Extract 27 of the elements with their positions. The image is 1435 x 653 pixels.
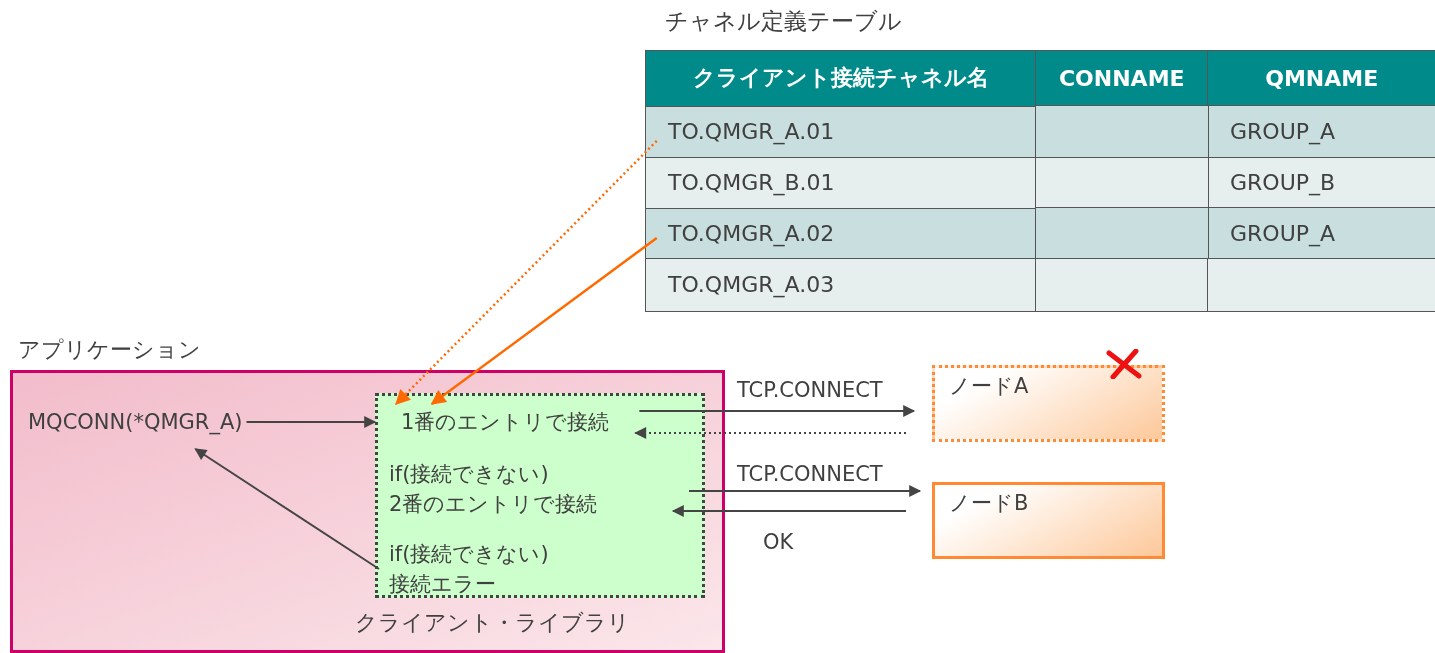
text-line: 1番のエントリで接続	[401, 407, 610, 437]
arrow	[245, 416, 377, 428]
text-line: if(接続できない) 接続エラー	[389, 539, 589, 599]
header-cell: QMNAME	[1207, 50, 1435, 107]
arrow	[671, 505, 907, 517]
node-box: ノードB	[932, 482, 1165, 559]
text-line: MQCONN(*QMGR_A)	[28, 407, 243, 437]
arrow	[194, 448, 380, 570]
table-cell: GROUP_A	[1207, 207, 1435, 260]
table-cell: TO.QMGR_B.01	[645, 157, 1037, 209]
table-cell: TO.QMGR_A.03	[645, 258, 1037, 312]
group-title: アプリケーション	[18, 336, 201, 364]
text-line: if(接続できない) 2番のエントリで接続	[389, 459, 659, 519]
table-title: チャネル定義テーブル	[665, 7, 902, 36]
table-cell: TO.QMGR_A.02	[645, 207, 1037, 260]
node-box: ノードA	[932, 365, 1165, 442]
header-cell: クライアント接続チャネル名	[645, 50, 1037, 107]
group-title: クライアント・ライブラリ	[355, 609, 630, 637]
header-cell: CONNAME	[1035, 50, 1209, 107]
table-cell: GROUP_B	[1207, 157, 1435, 209]
arrow	[430, 236, 658, 405]
table-cell: GROUP_A	[1207, 105, 1435, 159]
arrow	[688, 485, 922, 497]
table-cell: TO.QMGR_A.01	[645, 105, 1037, 159]
arrow	[395, 139, 658, 406]
arrow	[634, 427, 907, 439]
arrow	[638, 405, 916, 417]
